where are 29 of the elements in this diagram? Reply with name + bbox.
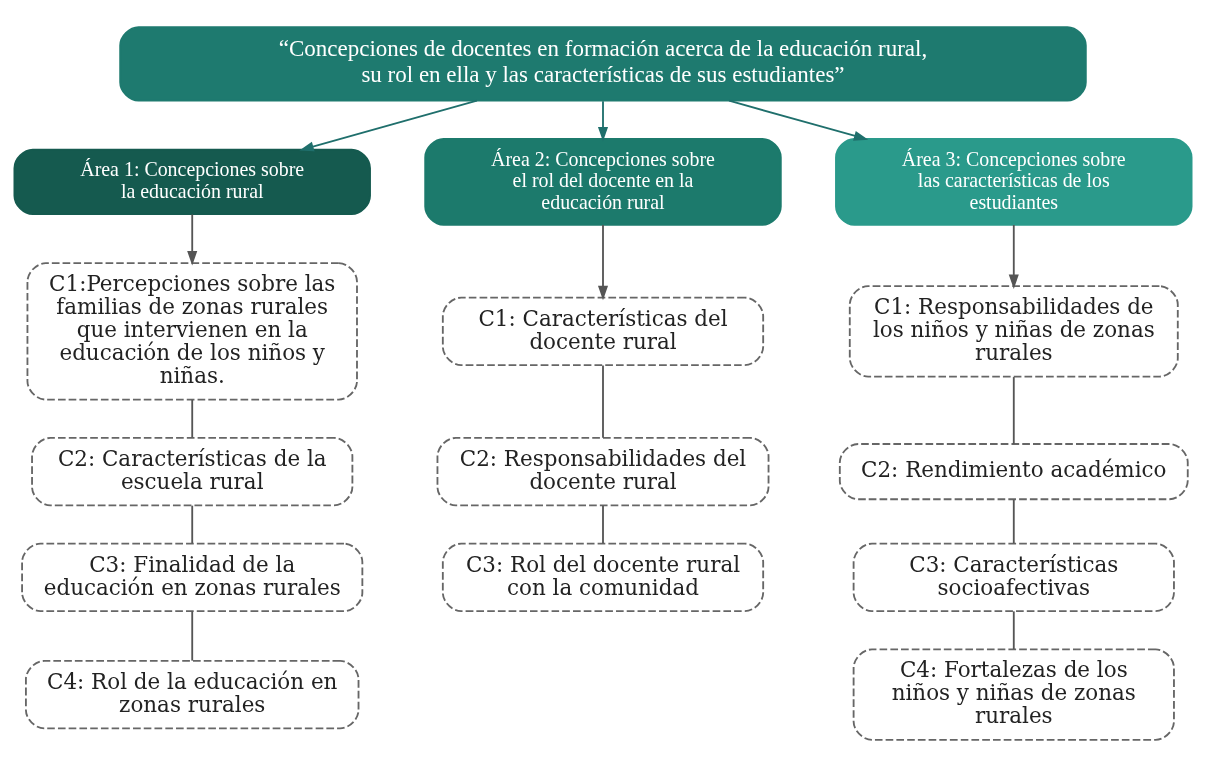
node-box: C4: Rol de la educación en zonas rurales <box>25 660 360 730</box>
node-box: C2: Responsabilidades del docente rural <box>436 437 770 507</box>
arrow <box>728 99 869 141</box>
node-box: Área 3: Concepciones sobre las características de los estudiantes <box>835 138 1193 226</box>
connector <box>1012 376 1015 445</box>
node-box: C4: Fortalezas de los niños y niñas de zonas rurales <box>852 648 1175 741</box>
node-box: C2: Características de la escuela rural <box>31 437 354 507</box>
node-box: “Concepciones de docentes en formación acerca de la educación rural, su rol en ella y las características de sus estudiantes” <box>119 26 1087 102</box>
connector <box>191 504 194 545</box>
connector <box>1012 498 1015 545</box>
arrow <box>597 224 609 301</box>
node-box: C1: Características del docente rural <box>441 296 765 367</box>
node-box: C1: Responsabilidades de los niños y niñas de zonas rurales <box>848 285 1179 378</box>
node-box: C2: Rendimiento académico <box>838 443 1189 501</box>
node-box: Área 1: Concepciones sobre la educación rural <box>13 148 371 216</box>
connector <box>1012 610 1015 651</box>
node-box: C3: Características socioafectivas <box>852 542 1175 613</box>
connector <box>191 610 194 662</box>
arrow <box>187 213 198 266</box>
node-box: C3: Finalidad de la educación en zonas rurales <box>21 542 364 613</box>
arrow <box>299 99 478 152</box>
connector <box>191 398 194 439</box>
connector <box>602 504 604 545</box>
node-box: Área 2: Concepciones sobre el rol del docente en la educación rural <box>424 138 782 226</box>
node-box: C3: Rol del docente rural con la comunidad <box>441 542 765 613</box>
arrow <box>597 100 609 142</box>
arrow <box>1008 224 1019 289</box>
node-box: C1:Percepciones sobre las familias de zonas rurales que intervienen en la educación de los niños y niñas. <box>26 262 358 401</box>
connector <box>602 364 604 439</box>
